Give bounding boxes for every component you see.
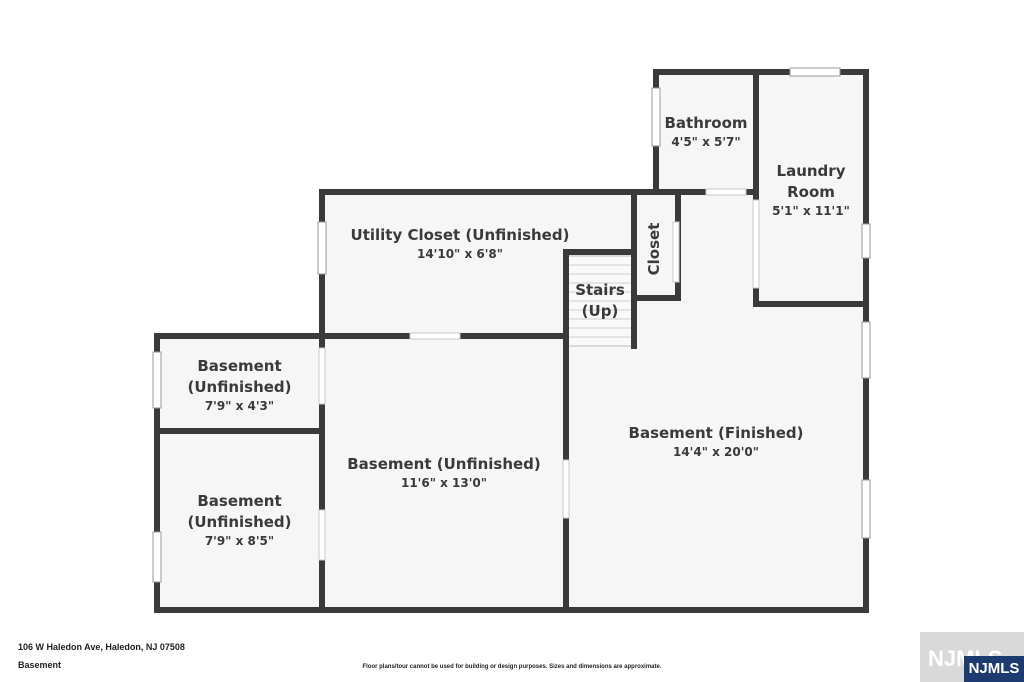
room-name-basement-small-top-1: Basement [197,357,282,375]
room-name-laundry-2: Room [787,183,835,201]
floor-bathroom [656,72,756,192]
floor-basement-middle [322,336,566,610]
room-name-laundry-1: Laundry [776,162,846,180]
label-closet: Closet [644,214,665,284]
label-basement-small-bottom: Basement (Unfinished) 7'9" x 8'5" [157,491,322,549]
room-name-utility: Utility Closet (Unfinished) [350,226,570,244]
label-laundry: Laundry Room 5'1" x 11'1" [756,161,866,219]
label-basement-small-top: Basement (Unfinished) 7'9" x 4'3" [157,356,322,414]
room-dim-basement-middle: 11'6" x 13'0" [400,476,488,490]
room-dim-basement-small-top: 7'9" x 4'3" [204,399,275,413]
room-name-stairs-1: Stairs [575,281,625,299]
room-name-basement-small-bottom-1: Basement [197,492,282,510]
room-name-basement-small-top-2: (Unfinished) [187,378,292,396]
window-laundry-top [789,67,841,77]
label-utility: Utility Closet (Unfinished) 14'10" x 6'8… [322,225,598,262]
njmls-badge: NJMLS [964,656,1024,682]
room-name-bathroom: Bathroom [664,114,748,132]
room-dim-basement-finished: 14'4" x 20'0" [672,445,760,459]
floor-basement-left [157,336,322,610]
room-name-basement-finished: Basement (Finished) [628,424,804,442]
room-name-basement-small-bottom-2: (Unfinished) [187,513,292,531]
window-left-bottom [152,531,162,583]
room-name-basement-middle: Basement (Unfinished) [347,455,541,473]
floor-name-text: Basement [18,660,62,670]
window-finished-right-2 [861,479,871,539]
window-bathroom-left [651,87,661,147]
stairs-treads [567,255,633,347]
room-dim-laundry: 5'1" x 11'1" [772,204,850,218]
disclaimer-text: Floor plans/tour cannot be used for buil… [362,664,662,670]
label-bathroom: Bathroom 4'5" x 5'7" [656,113,756,150]
room-name-closet: Closet [645,222,663,276]
label-stairs: Stairs (Up) [566,280,634,322]
window-finished-right-1 [861,321,871,379]
door-openings [318,188,760,561]
room-name-stairs-2: (Up) [581,302,619,320]
window-utility-left [317,221,327,275]
room-dim-bathroom: 4'5" x 5'7" [671,135,741,149]
window-laundry-right [861,223,871,259]
label-basement-finished: Basement (Finished) 14'4" x 20'0" [566,423,866,460]
windows [152,67,871,583]
address-text: 106 W Haledon Ave, Haledon, NJ 07508 [18,642,185,652]
label-basement-middle: Basement (Unfinished) 11'6" x 13'0" [322,454,566,491]
room-dim-utility: 14'10" x 6'8" [416,247,504,261]
room-dim-basement-small-bottom: 7'9" x 8'5" [204,534,275,548]
window-left-top [152,351,162,409]
